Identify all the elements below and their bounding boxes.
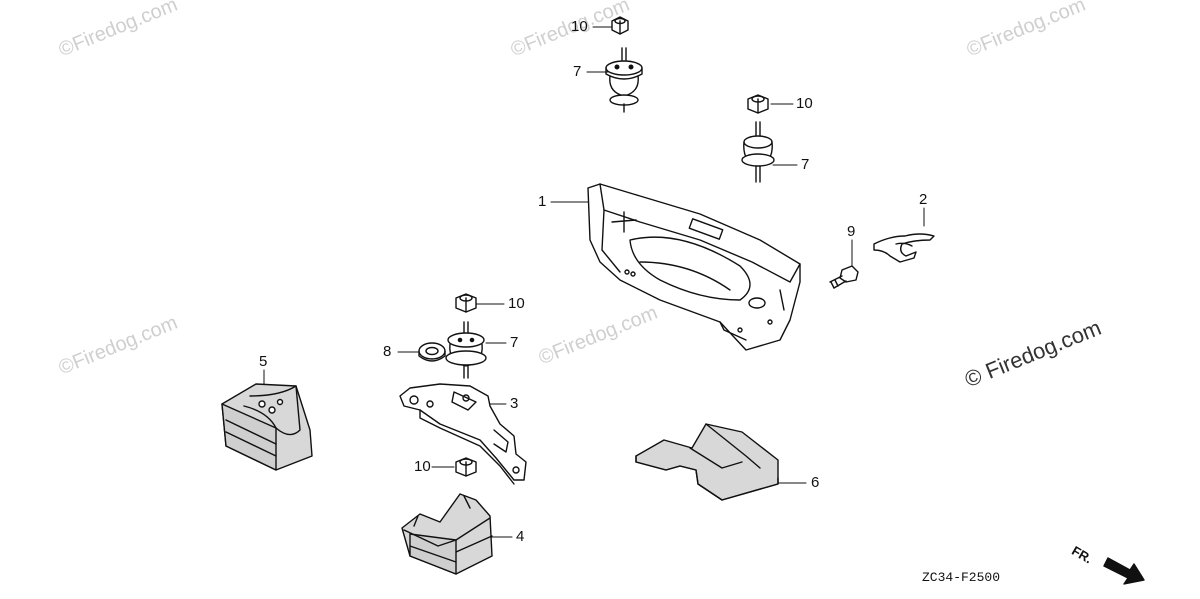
front-direction-arrow xyxy=(1103,557,1145,585)
diagram-code: ZC34-F2500 xyxy=(922,570,1001,585)
callout-7-right: 7 xyxy=(801,156,810,173)
callout-10-middle: 10 xyxy=(508,295,525,312)
callout-10-bottom: 10 xyxy=(414,458,431,475)
callout-6: 6 xyxy=(811,474,820,491)
clip-part-2 xyxy=(873,233,935,263)
nut-part-10-right xyxy=(747,94,769,114)
shroud-part-1 xyxy=(587,183,801,351)
bracket-part-3 xyxy=(399,383,527,485)
callout-1: 1 xyxy=(538,193,547,210)
callout-4: 4 xyxy=(516,528,525,545)
callout-9: 9 xyxy=(847,223,856,240)
nut-part-10-bottom xyxy=(455,457,477,477)
callout-10-top: 10 xyxy=(571,18,588,35)
nut-part-10-top xyxy=(611,16,629,35)
callout-7-middle: 7 xyxy=(510,334,519,351)
callout-7-top: 7 xyxy=(573,63,582,80)
nut-part-10-middle xyxy=(455,293,477,313)
leader-lines xyxy=(263,26,925,538)
mount-part-7-top xyxy=(605,47,643,113)
bolt-part-9 xyxy=(829,265,859,289)
callout-8: 8 xyxy=(383,343,392,360)
callout-10-right: 10 xyxy=(796,95,813,112)
washer-part-8 xyxy=(418,342,446,362)
foam-part-6 xyxy=(635,423,779,501)
foam-part-5 xyxy=(221,383,313,471)
callout-3: 3 xyxy=(510,395,519,412)
callout-5: 5 xyxy=(259,353,268,370)
mount-part-7-middle xyxy=(445,321,487,379)
foam-part-4 xyxy=(401,493,493,575)
callout-2: 2 xyxy=(919,191,928,208)
mount-part-7-right xyxy=(741,121,775,183)
